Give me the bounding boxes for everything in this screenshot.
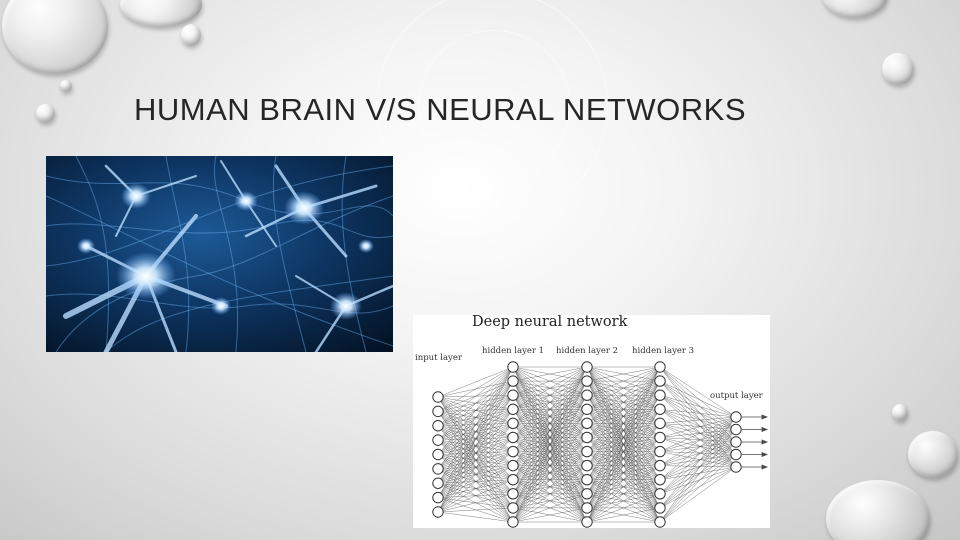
layer-0-nodes [432,391,444,518]
network-node [507,403,519,415]
network-node [654,516,666,528]
network-node [654,445,666,458]
neuron-network-image [46,156,393,352]
network-node [581,502,593,514]
network-node [654,431,666,444]
network-node [507,516,519,528]
water-drop-decoration [826,480,930,540]
water-drop-decoration [120,0,202,27]
network-node [507,389,519,401]
network-node [432,391,444,403]
layer-2-nodes [581,361,593,528]
network-node [432,420,444,432]
network-edges [437,366,737,523]
network-graph [432,361,769,528]
water-drop-decoration [36,104,55,123]
network-node [507,474,519,486]
network-node [654,502,666,514]
network-node [507,502,519,514]
network-node [654,389,666,401]
network-node [730,448,742,461]
water-drop-decoration [2,0,108,74]
network-node [730,461,742,473]
faint-ring-decoration [376,0,608,222]
water-drop-decoration [908,431,958,478]
water-drop-decoration [892,404,908,421]
network-node [507,445,519,458]
network-node [507,417,519,430]
network-node [432,463,444,475]
water-drop-decoration [822,0,888,18]
network-node [730,411,742,423]
network-node [432,448,444,461]
output-layer-label: output layer [710,391,763,401]
network-node [507,488,519,500]
network-node [432,477,444,489]
network-node [581,417,593,430]
hidden-layer-3-label: hidden layer 3 [632,346,695,356]
network-node [507,459,519,472]
network-node [654,417,666,430]
network-node [507,431,519,444]
network-node [432,506,444,518]
diagram-title: Deep neural network [472,315,628,330]
layer-3-nodes [654,361,666,528]
network-node [730,436,742,448]
input-layer-label: input layer [415,353,462,363]
hidden-layer-2-label: hidden layer 2 [556,346,619,356]
output-arrows [742,414,769,470]
layer-4-nodes [730,411,742,473]
network-node [581,459,593,472]
network-node [654,488,666,500]
water-drop-decoration [882,53,914,85]
layer-1-nodes [507,361,519,528]
network-node [654,361,666,373]
network-node [581,474,593,486]
network-node [581,445,593,458]
network-node [654,403,666,415]
hidden-layer-1-label: hidden layer 1 [482,346,545,356]
water-drop-decoration [181,24,201,46]
network-node [730,423,742,436]
network-node [654,375,666,387]
slide-title: HUMAN BRAIN V/S NEURAL NETWORKS [134,92,747,127]
network-node [581,361,593,373]
water-drop-decoration [60,80,72,92]
network-node [581,403,593,415]
network-node [432,405,444,418]
network-node [654,459,666,472]
network-node [507,375,519,387]
network-node [432,434,444,446]
network-node [432,491,444,504]
network-node [581,375,593,387]
network-node [581,488,593,500]
network-node [654,474,666,486]
network-node [581,431,593,444]
network-node [581,389,593,401]
deep-neural-network-diagram: Deep neural network input layer hidden l… [413,315,770,528]
network-node [507,361,519,373]
network-node [581,516,593,528]
